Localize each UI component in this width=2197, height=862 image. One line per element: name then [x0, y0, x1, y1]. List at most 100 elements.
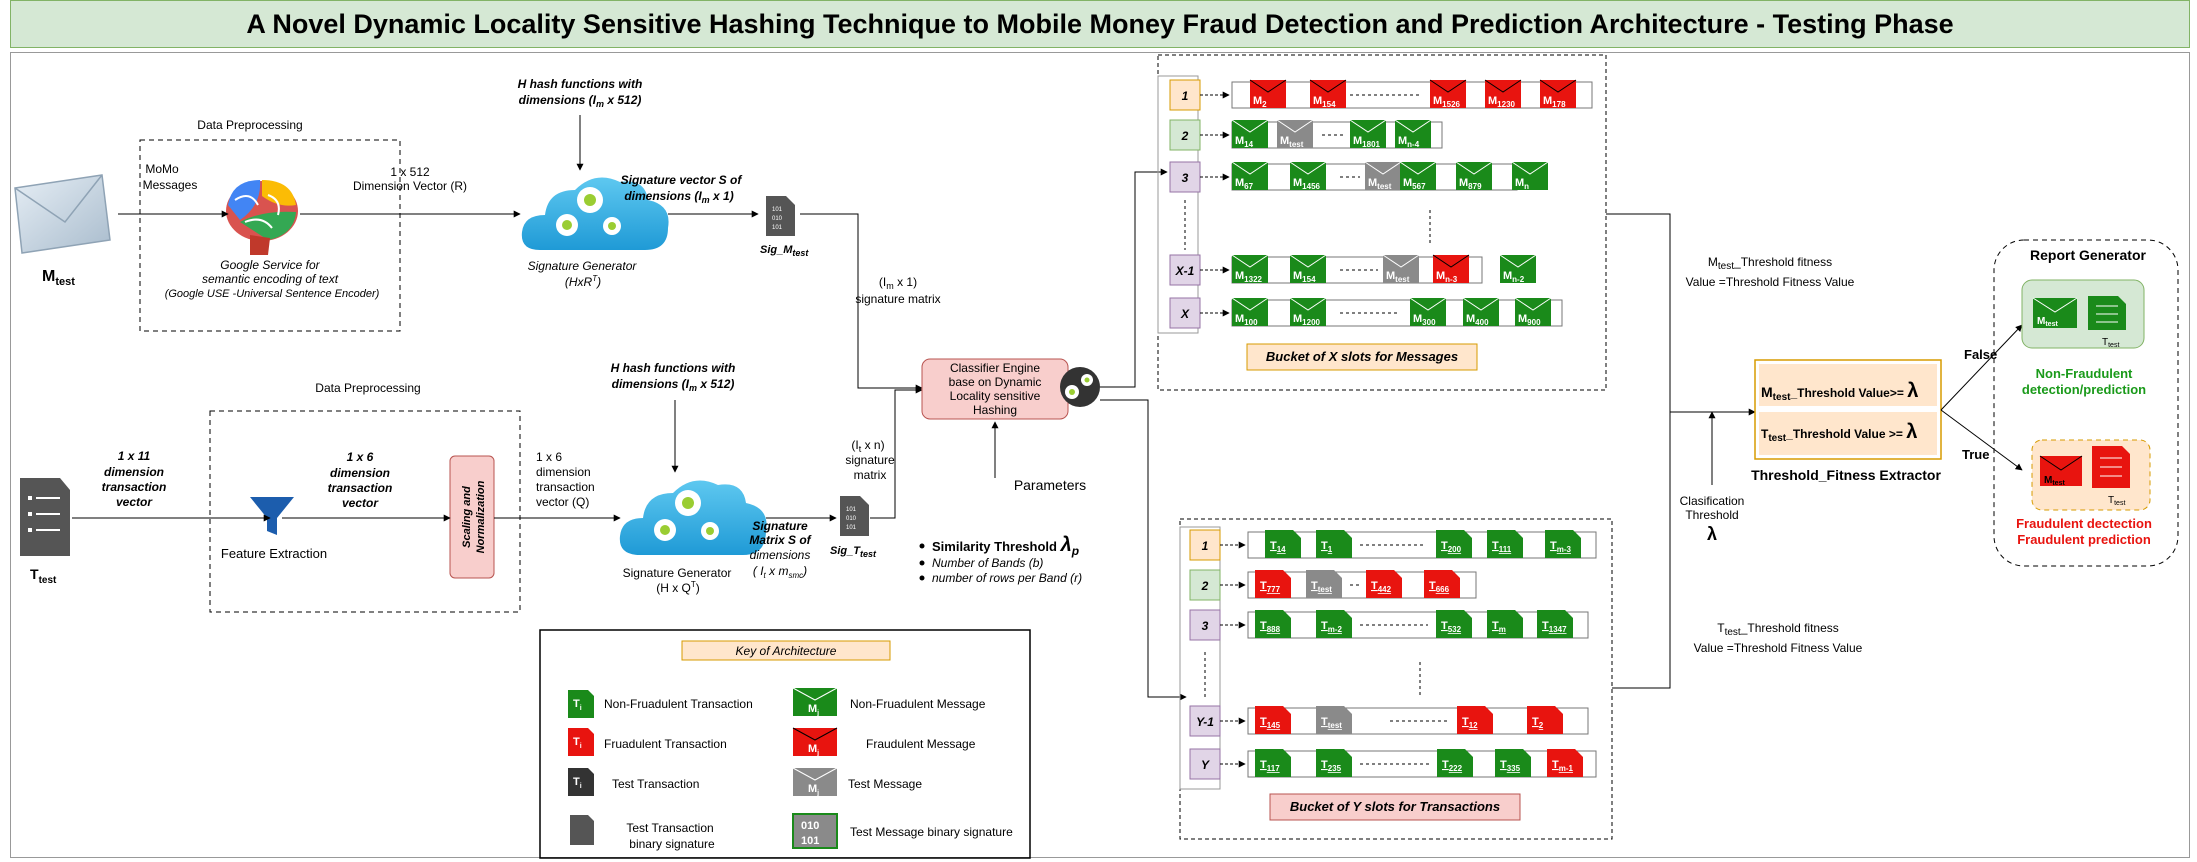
transaction-icon: T145: [1255, 706, 1291, 734]
message-icon-label: M100: [1235, 313, 1258, 327]
transaction-icon: T2: [1527, 706, 1563, 734]
transaction-icon-label: T14: [1270, 540, 1286, 554]
message-icon: M14: [1231, 119, 1269, 149]
transaction-icon: T200: [1436, 530, 1472, 558]
sig-matrix-label-2: Matrix S of: [749, 533, 811, 547]
message-icon-label: Mn: [1515, 177, 1529, 191]
key-binary-line: 010: [801, 820, 819, 832]
vec6-label-4: vector: [342, 496, 379, 510]
google-label-3: (Google USE -Universal Sentence Encoder): [165, 288, 380, 300]
q-label-2: dimension: [536, 465, 591, 479]
hash-label-bottom-1: H hash functions with: [611, 361, 736, 375]
bullet: [919, 575, 925, 581]
transaction-icon-label: Tm: [1492, 620, 1506, 634]
sig-t-test-label: Sig_Ttest: [830, 545, 877, 559]
classification-label-1: Clasification: [1680, 494, 1745, 508]
m-test-label: Mtest: [42, 268, 75, 288]
transaction-icon: T235: [1316, 749, 1352, 777]
vec6-label-1: 1 x 6: [347, 450, 374, 464]
threshold-cond1-box: [1759, 364, 1937, 406]
message-icon: Mtest: [1382, 254, 1420, 284]
message-icon: M400: [1462, 297, 1500, 327]
message-slot-column: [1157, 75, 1199, 334]
document-icon: [20, 478, 70, 556]
transaction-icon: T14: [1265, 530, 1301, 558]
generator-label-bottom-1: Signature Generator: [623, 566, 732, 580]
message-icon-label: Mn-3: [1436, 270, 1458, 284]
non-fraud-document-icon: [2088, 296, 2126, 330]
message-icon: M154: [1309, 79, 1347, 109]
message-icon-label: Mtest: [1368, 177, 1392, 191]
svg-text:Mtest: Mtest: [2044, 475, 2065, 487]
non-fraud-message-icon: Mj: [792, 687, 838, 717]
scaling-label-1: Scaling and: [461, 486, 473, 548]
classifier-label-2: base on Dynamic: [949, 375, 1042, 389]
sig-vector-label-1: Signature vector S of: [621, 173, 743, 187]
key-item-label: Test Transaction: [612, 777, 699, 791]
transaction-icon-label: T1: [1321, 540, 1333, 554]
bucket-slot-label: 2: [1181, 129, 1189, 143]
sig-matrix-label-3: dimensions: [750, 548, 811, 562]
momo-label-2: Messages: [143, 178, 198, 192]
message-icon-label: M1230: [1488, 95, 1516, 109]
non-fraud-label-1: Non-Fraudulent: [2036, 366, 2133, 381]
generator-label-top-1: Signature Generator: [528, 259, 638, 273]
preprocessing-title-bottom: Data Preprocessing: [315, 381, 420, 395]
key-item-label: Non-Fruadulent Transaction: [604, 697, 753, 711]
transaction-icon: T111: [1487, 530, 1523, 558]
message-icon-label: M900: [1518, 313, 1541, 327]
fraud-document-icon: [2092, 446, 2130, 488]
message-icon-label: M400: [1466, 313, 1489, 327]
classification-label-2: Threshold: [1685, 508, 1738, 522]
bucket-slot-label: 1: [1182, 89, 1189, 103]
brain-icon: [226, 180, 298, 255]
transaction-icon: Ttest: [1316, 706, 1352, 734]
bucket-slot-label: X: [1180, 307, 1190, 321]
test-transaction-icon: Ti: [568, 768, 594, 796]
svg-text:010: 010: [772, 216, 783, 222]
key-item-label: binary signature: [629, 837, 715, 851]
google-label-1: Google Service for: [220, 258, 320, 272]
key-item-label: Non-Fruadulent Message: [850, 697, 986, 711]
key-glyph: Mj: [808, 703, 819, 717]
lambda-label: λ: [1707, 524, 1717, 544]
test-message-icon: Mj: [792, 767, 838, 797]
message-icon-label: M567: [1403, 177, 1426, 191]
message-icon: Mn-2: [1499, 254, 1537, 284]
false-label: False: [1964, 347, 1997, 362]
key-glyph: Ti: [573, 698, 582, 712]
message-icon: M1200: [1289, 297, 1327, 327]
transaction-slot-column: [1179, 526, 1221, 790]
transaction-icon-label: T111: [1492, 540, 1512, 554]
key-item-label: Test Transaction: [626, 821, 713, 835]
preprocessing-title-top: Data Preprocessing: [197, 118, 302, 132]
diagram-frame: [10, 52, 2190, 858]
fraud-message-icon: Mj: [792, 727, 838, 757]
message-icon: M67: [1231, 161, 1269, 191]
transaction-icon-label: T145: [1260, 716, 1281, 730]
bullet: [919, 543, 925, 549]
transaction-binary-signature-icon: [570, 815, 594, 845]
message-icon: Mn-4: [1394, 119, 1432, 149]
mtest-fitness-label-1: Mtest_Threshold fitness: [1708, 255, 1832, 272]
q-label-1: 1 x 6: [536, 450, 562, 464]
transaction-icon-label: T1347: [1542, 620, 1567, 634]
transaction-icon-label: T777: [1260, 580, 1281, 594]
key-glyph: Mj: [808, 743, 819, 757]
fraud-t-label: Ttest: [2108, 495, 2125, 507]
non-fraud-t-label: Ttest: [2102, 337, 2119, 349]
transaction-icon-label: Ttest: [1321, 716, 1342, 730]
key-title-box: [681, 640, 891, 661]
transaction-icon: T777: [1255, 570, 1291, 598]
dim-label-2: Dimension Vector (R): [353, 179, 467, 193]
vec6-label-3: transaction: [328, 481, 393, 495]
fraud-transaction-icon: Ti: [568, 728, 594, 756]
bucket-slot-label: 3: [1202, 619, 1209, 633]
non-fraud-transaction-icon: Ti: [568, 690, 594, 718]
